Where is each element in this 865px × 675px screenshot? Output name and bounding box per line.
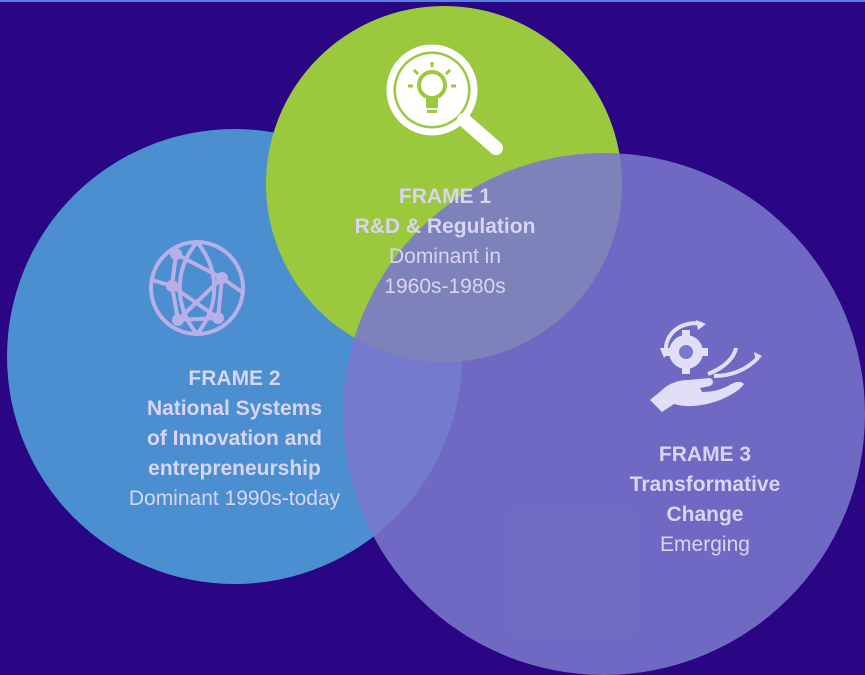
frame-2-name-line-3: entrepreneurship [148, 457, 321, 480]
frame-2-number: FRAME 2 [188, 367, 281, 390]
frame-3-number: FRAME 3 [658, 443, 752, 466]
frame-2-label: FRAME 2 National Systems of Innovation a… [62, 364, 407, 514]
hand-gear-icon [650, 320, 762, 412]
frame-1-number: FRAME 1 [398, 185, 492, 208]
frame-3-name-line-1: Transformative [629, 473, 781, 496]
frame-3-name-line-2: Change [666, 503, 744, 526]
frame-2-name-line-1: National Systems [146, 397, 323, 420]
frame-1-name: R&D & Regulation [354, 215, 536, 238]
frame-3-circle [343, 153, 865, 675]
frame-3-label: FRAME 3 Transformative Change Emerging [590, 440, 820, 560]
lightbulb-magnifier-icon [386, 44, 503, 155]
frame-1-period-line-1: Dominant in [388, 245, 502, 268]
frame-3-period: Emerging [660, 533, 750, 556]
globe-network-icon [149, 240, 245, 336]
top-border [0, 0, 865, 2]
frame-1-period-line-2: 1960s-1980s [384, 275, 506, 298]
frame-2-name-line-2: of Innovation and [147, 427, 322, 450]
frame-2-period: Dominant 1990s-today [128, 487, 341, 510]
frame-1-label: FRAME 1 R&D & Regulation Dominant in 196… [300, 182, 590, 302]
